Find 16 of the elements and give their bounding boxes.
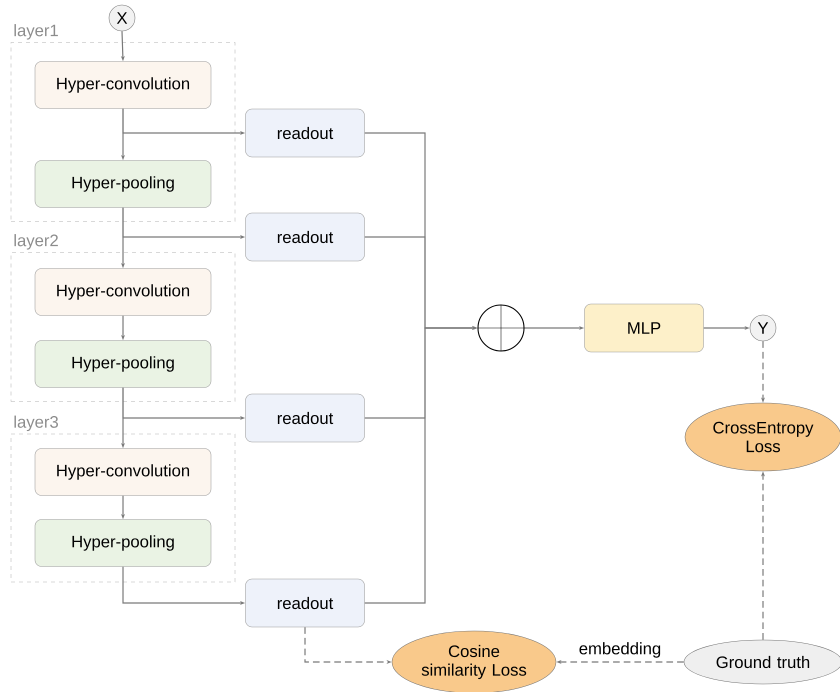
process-box: readout (245, 578, 365, 628)
edge-label: embedding (579, 642, 660, 658)
process-box: Hyper-pooling (34, 519, 212, 567)
sum-circle (477, 304, 525, 352)
node-label: layer1 (14, 24, 58, 40)
process-box: Hyper-convolution (34, 268, 212, 316)
process-box: readout (245, 212, 365, 262)
process-box: MLP (584, 304, 704, 352)
process-box: Hyper-convolution (34, 448, 212, 496)
process-box: Hyper-pooling (34, 340, 212, 388)
process-box: Hyper-convolution (34, 61, 212, 109)
process-box: Hyper-pooling (34, 160, 212, 208)
process-box: readout (245, 394, 365, 442)
process-box: readout (245, 108, 365, 158)
node-label: layer3 (14, 416, 58, 432)
node-label: layer2 (14, 234, 58, 250)
